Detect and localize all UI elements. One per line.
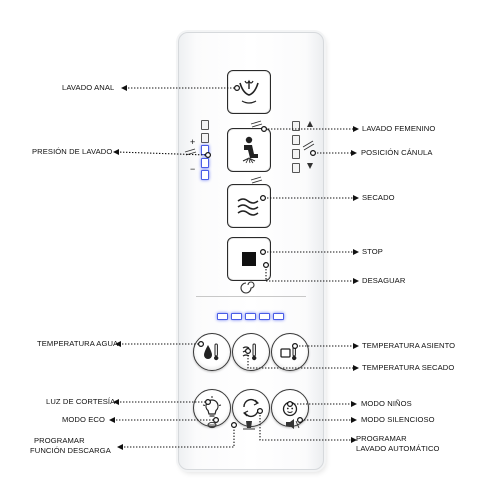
label-modo-ninos: MODO NIÑOS — [361, 399, 412, 408]
seat-temperature-button[interactable] — [271, 333, 309, 371]
rear-wash-button[interactable] — [227, 70, 271, 114]
temperature-led — [259, 313, 270, 320]
pressure-led — [201, 120, 209, 130]
label-secado: SECADO — [362, 193, 395, 202]
dryer-temperature-button[interactable] — [232, 333, 270, 371]
leader-lavado-auto — [259, 412, 352, 441]
pressure-led — [201, 132, 209, 143]
label-modo-silencioso: MODO SILENCIOSO — [361, 415, 435, 424]
panel-divider — [196, 296, 306, 297]
leader-presion — [116, 151, 208, 156]
eco-mode-button[interactable] — [232, 389, 270, 427]
pressure-led — [201, 157, 209, 168]
temperature-led — [245, 313, 256, 320]
front-wash-button[interactable] — [227, 128, 271, 172]
label-programar-descarga-1: PROGRAMAR — [34, 436, 85, 445]
label-programar-descarga-2: FUNCIÓN DESCARGA — [30, 446, 111, 455]
position-led — [292, 121, 300, 131]
rear-wash-icon — [239, 79, 259, 104]
label-programar-lavado-2: LAVADO AUTOMÁTICO — [356, 444, 440, 453]
leader-temp-secado — [247, 352, 354, 369]
label-desaguar: DESAGUAR — [362, 276, 406, 285]
water-drop-thermometer-icon — [204, 343, 219, 361]
label-modo-eco: MODO ECO — [62, 415, 105, 424]
courtesy-light-button[interactable] — [193, 389, 231, 427]
temperature-led — [231, 313, 242, 320]
label-stop: STOP — [362, 247, 383, 256]
label-presion-lavado: PRESIÓN DE LAVADO — [32, 147, 113, 156]
stop-button[interactable] — [227, 237, 271, 281]
stop-square-icon — [242, 252, 256, 266]
pressure-minus-sign: − — [190, 164, 196, 174]
temperature-led — [217, 313, 228, 320]
leader-desaguar — [265, 266, 354, 282]
leader-descarga — [121, 426, 235, 448]
position-led — [292, 149, 300, 159]
label-lavado-femenino: LAVADO FEMENINO — [362, 124, 436, 133]
label-temperatura-secado: TEMPERATURA SECADO — [362, 363, 455, 372]
temperature-led — [273, 313, 284, 320]
label-luz-cortesia: LUZ DE CORTESÍA — [46, 397, 116, 406]
position-led — [292, 135, 300, 145]
pressure-plus-sign: + — [190, 137, 196, 147]
pressure-led — [201, 170, 209, 180]
position-led — [292, 163, 300, 173]
label-temperatura-agua: TEMPERATURA AGUA — [37, 339, 119, 348]
label-temperatura-asiento: TEMPERATURA ASIENTO — [362, 341, 456, 350]
label-programar-lavado-1: PROGRAMAR — [356, 434, 407, 443]
seated-person-icon — [242, 136, 258, 164]
warm-air-icon — [237, 198, 259, 216]
water-temperature-button[interactable] — [193, 333, 231, 371]
label-posicion-canula: POSICIÓN CÁNULA — [361, 148, 433, 157]
dryer-button[interactable] — [227, 184, 271, 228]
label-lavado-anal: LAVADO ANAL — [62, 83, 115, 92]
